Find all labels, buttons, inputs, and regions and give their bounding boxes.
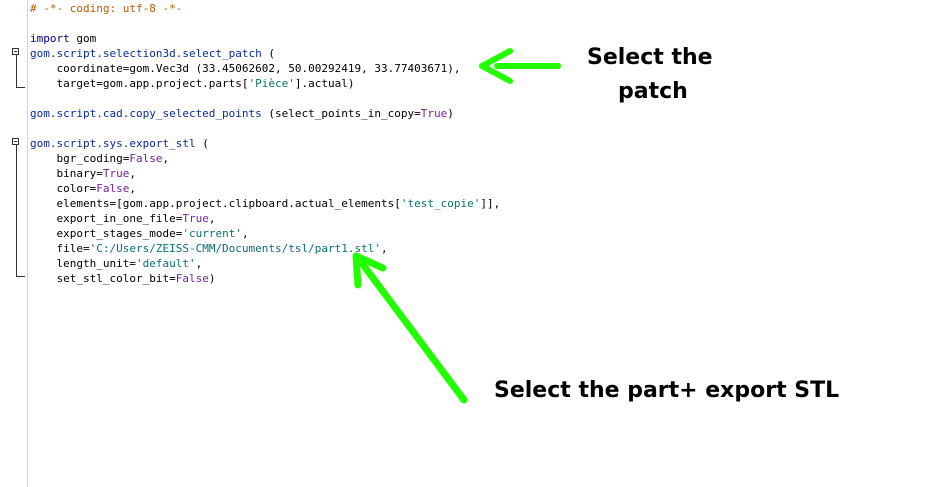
fold-toggle-icon[interactable]: [12, 138, 19, 145]
annotation-select-patch-line2: patch: [618, 79, 688, 104]
code-text: ): [447, 107, 454, 120]
code-line: gom.script.cad.copy_selected_points (sel…: [30, 106, 454, 121]
code-text: (: [195, 137, 209, 150]
string-token: 'default': [135, 257, 196, 270]
code-text: ,: [162, 152, 170, 165]
constant-token: True: [420, 107, 448, 120]
code-text: ,: [208, 212, 216, 225]
code-text: ,: [195, 257, 203, 270]
code-text: export_stages_mode=: [30, 227, 183, 240]
code-line: binary=True,: [30, 166, 136, 181]
code-text: length_unit=: [30, 257, 136, 270]
editor-gutter: [0, 0, 28, 487]
code-text: bgr_coding=: [30, 152, 130, 165]
green-arrow-icon: [479, 48, 561, 84]
code-text: file=: [30, 242, 90, 255]
string-token: 'Pièce': [248, 77, 295, 90]
code-text: ,: [381, 242, 388, 255]
keyword-token: import: [30, 32, 70, 45]
code-line: coordinate=gom.Vec3d (33.45062602, 50.00…: [30, 61, 460, 76]
constant-token: True: [182, 212, 209, 225]
code-text: set_stl_color_bit=: [30, 272, 176, 285]
fold-end-marker: [16, 87, 25, 88]
code-line: import gom: [30, 31, 96, 46]
code-line: gom.script.sys.export_stl (: [30, 136, 209, 151]
constant-token: True: [102, 167, 130, 180]
code-text: (: [261, 47, 276, 60]
code-text: ].actual): [294, 77, 355, 90]
code-text: (select_points_in_copy=: [261, 107, 421, 120]
code-text: binary=: [30, 167, 103, 180]
code-text: color=: [30, 182, 97, 195]
constant-token: False: [175, 272, 209, 285]
code-line: elements=[gom.app.project.clipboard.actu…: [30, 196, 500, 211]
constant-token: False: [129, 152, 163, 165]
code-text: ]],: [480, 197, 501, 210]
annotation-select-part-export: Select the part+ export STL: [494, 378, 840, 403]
code-text: ): [208, 272, 216, 285]
function-call-token: gom.script.cad.copy_selected_points: [30, 107, 262, 120]
code-text: ,: [129, 182, 136, 195]
green-arrow-icon: [352, 252, 468, 404]
code-text: coordinate=gom.Vec3d (33.45062602, 50.00…: [30, 62, 461, 75]
code-text: elements=[gom.app.project.clipboard.actu…: [30, 197, 401, 210]
code-text: target=gom.app.project.parts[: [30, 77, 249, 90]
code-text: ,: [241, 227, 249, 240]
code-text: ,: [129, 167, 136, 180]
string-token: 'current': [182, 227, 242, 240]
constant-token: False: [96, 182, 130, 195]
code-text: gom: [69, 32, 97, 45]
string-token: 'C:/Users/ZEISS-CMM/Documents/tsl/part1.…: [89, 242, 382, 255]
fold-toggle-icon[interactable]: [12, 48, 19, 55]
code-line: color=False,: [30, 181, 136, 196]
fold-guide: [16, 145, 17, 276]
code-line: target=gom.app.project.parts['Pièce'].ac…: [30, 76, 355, 91]
code-text: export_in_one_file=: [30, 212, 183, 225]
fold-guide: [16, 55, 17, 87]
code-line: file='C:/Users/ZEISS-CMM/Documents/tsl/p…: [30, 241, 388, 256]
code-line: length_unit='default',: [30, 256, 202, 271]
code-line: # -*- coding: utf-8 -*-: [30, 1, 182, 16]
code-line: gom.script.selection3d.select_patch (: [30, 46, 275, 61]
function-call-token: gom.script.selection3d.select_patch: [30, 47, 262, 60]
string-token: 'test_copie': [400, 197, 481, 210]
function-call-token: gom.script.sys.export_stl: [30, 137, 196, 150]
code-line: export_stages_mode='current',: [30, 226, 249, 241]
code-line: bgr_coding=False,: [30, 151, 169, 166]
code-line: export_in_one_file=True,: [30, 211, 215, 226]
code-line: set_stl_color_bit=False): [30, 271, 215, 286]
comment-token: # -*- coding: utf-8 -*-: [30, 2, 183, 15]
fold-end-marker: [16, 276, 25, 277]
annotation-select-patch-line1: Select the: [587, 45, 713, 70]
